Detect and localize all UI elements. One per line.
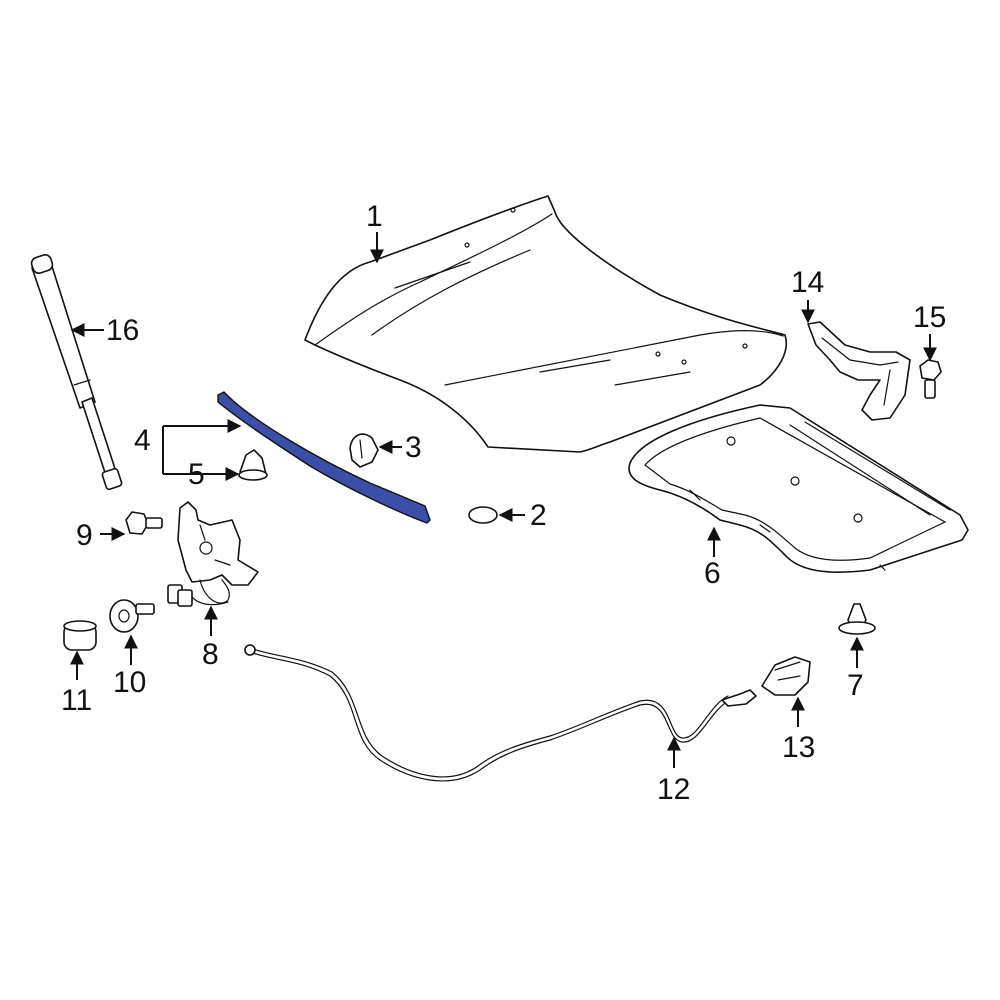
callout-10: 10	[113, 666, 146, 699]
grommet-part-11[interactable]	[63, 620, 97, 651]
callout-8: 8	[202, 638, 219, 671]
hood-latch[interactable]	[167, 501, 259, 607]
lift-support-strut[interactable]	[30, 253, 123, 491]
callout-11: 11	[61, 684, 92, 717]
callout-15: 15	[913, 301, 946, 334]
hinge-bolt-part-15[interactable]	[919, 359, 942, 399]
callout-16: 16	[106, 314, 139, 347]
bumper-stop-part-10[interactable]	[109, 599, 155, 633]
bumper-part-3[interactable]	[349, 433, 379, 468]
callout-4: 4	[134, 424, 151, 457]
bolt-part-9[interactable]	[125, 511, 163, 535]
callout-lines	[70, 232, 937, 768]
hood-insulator[interactable]	[628, 404, 969, 573]
callout-numbers: 1 2 3 4 5 6 7 8 9 10 11 12 13 14 15 16	[61, 200, 946, 806]
callout-5: 5	[188, 458, 205, 491]
callout-12: 12	[657, 773, 690, 806]
callout-6: 6	[704, 557, 721, 590]
callout-1: 1	[366, 200, 383, 233]
release-cable[interactable]	[244, 644, 757, 782]
callout-3: 3	[405, 431, 422, 464]
hood-panel[interactable]	[304, 195, 787, 453]
clip-part-5[interactable]	[238, 449, 268, 481]
plug-part-2[interactable]	[468, 506, 498, 524]
release-handle[interactable]	[761, 656, 811, 696]
callout-14: 14	[791, 266, 824, 299]
weatherstrip[interactable]	[217, 391, 431, 524]
hood-hinge[interactable]	[807, 321, 911, 421]
callout-13: 13	[782, 731, 815, 764]
callout-9: 9	[76, 519, 93, 552]
callout-7: 7	[847, 669, 864, 702]
push-clip-part-7[interactable]	[838, 603, 876, 635]
callout-2: 2	[530, 499, 547, 532]
